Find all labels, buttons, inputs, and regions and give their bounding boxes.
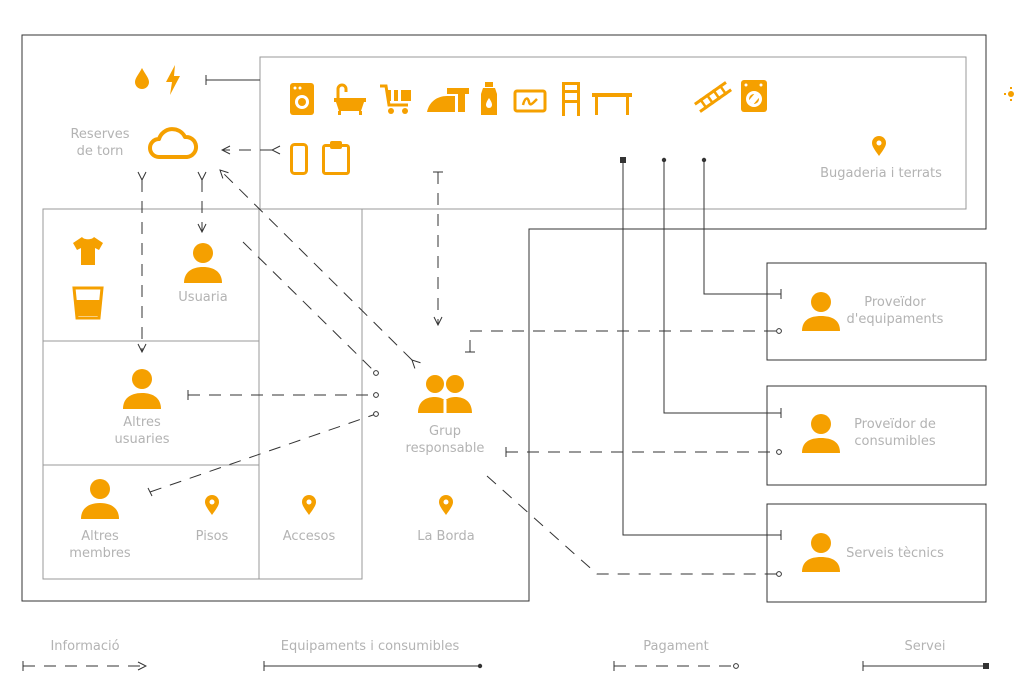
grup-responsable-label: Grup responsable <box>405 424 485 456</box>
lightning-icon <box>164 64 182 96</box>
table-icon <box>592 93 632 115</box>
water-drop-icon <box>134 66 150 90</box>
pisos-label: Pisos <box>195 529 229 544</box>
proveidor-consumibles-box <box>766 385 987 486</box>
group-icon <box>417 374 473 414</box>
location-pin-icon-accesos <box>301 494 317 516</box>
t-shirt-icon <box>72 236 104 266</box>
iron-icon <box>425 84 473 114</box>
reserves-de-torn-label: Reserves de torn <box>70 127 130 159</box>
proveidor-consumibles-label: Proveïdor de consumibles <box>854 417 936 449</box>
person-icon-proveidor-consumibles <box>801 414 841 454</box>
glass-icon <box>72 286 104 320</box>
altres-usuaries-label: Altres usuaries <box>114 415 170 447</box>
person-icon-altres-usuaries <box>122 368 162 410</box>
card-payment-icon <box>513 89 547 113</box>
bathtub-icon <box>332 83 368 115</box>
usuaria-label: Usuaria <box>178 290 228 305</box>
location-pin-icon-pisos <box>204 494 220 516</box>
washing-machine-icon <box>290 83 314 115</box>
bugaderia-box <box>259 56 967 210</box>
legend-informacio: Informació <box>50 639 120 654</box>
cloud-icon <box>147 125 199 161</box>
phone-icon <box>290 143 308 175</box>
accesos-label: Accesos <box>282 529 336 544</box>
bugaderia-label: Bugaderia i terrats <box>820 166 942 181</box>
dryer-icon <box>741 80 767 112</box>
serveis-tecnics-label: Serveis tècnics <box>846 546 944 561</box>
shopping-cart-icon <box>379 83 413 115</box>
location-pin-icon-la-borda <box>438 494 454 516</box>
legend-servei: Servei <box>904 639 946 654</box>
legend-pagament: Pagament <box>643 639 709 654</box>
sun-icon <box>1004 87 1014 101</box>
proveidor-equipaments-label: Proveïdor d'equipaments <box>846 295 944 327</box>
legend-equipaments: Equipaments i consumibles <box>280 639 460 654</box>
person-icon-usuaria <box>183 242 223 284</box>
person-icon-serveis-tecnics <box>801 533 841 573</box>
clipboard-icon <box>322 141 350 175</box>
altres-membres-label: Altres membres <box>69 529 131 561</box>
clothes-drying-rack-icon <box>692 80 734 114</box>
person-icon-proveidor-equipaments <box>801 292 841 332</box>
detergent-bottle-icon <box>480 82 498 116</box>
chair-icon <box>561 82 581 116</box>
location-pin-icon <box>871 135 887 157</box>
la-borda-boundary <box>21 34 987 602</box>
person-icon-altres-membres <box>80 478 120 520</box>
serveis-tecnics-box <box>766 503 987 603</box>
proveidor-equipaments-box <box>766 262 987 361</box>
la-borda-label: La Borda <box>417 529 475 544</box>
